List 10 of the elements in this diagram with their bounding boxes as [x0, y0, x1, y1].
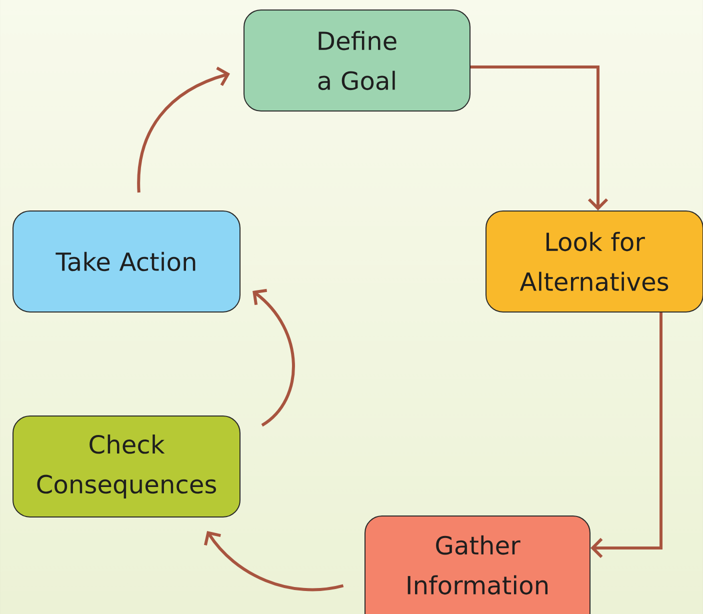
- arrow: [137, 66, 230, 193]
- process-box: Take Action: [12, 210, 240, 312]
- process-box: Gather Information: [364, 516, 590, 614]
- process-box: Check Consequences: [12, 416, 240, 518]
- arrow: [470, 66, 608, 210]
- process-box: Define a Goal: [244, 10, 470, 112]
- arrow: [252, 288, 295, 427]
- process-box: Look for Alternatives: [486, 210, 703, 312]
- arrow: [204, 531, 344, 592]
- arrow: [590, 312, 662, 558]
